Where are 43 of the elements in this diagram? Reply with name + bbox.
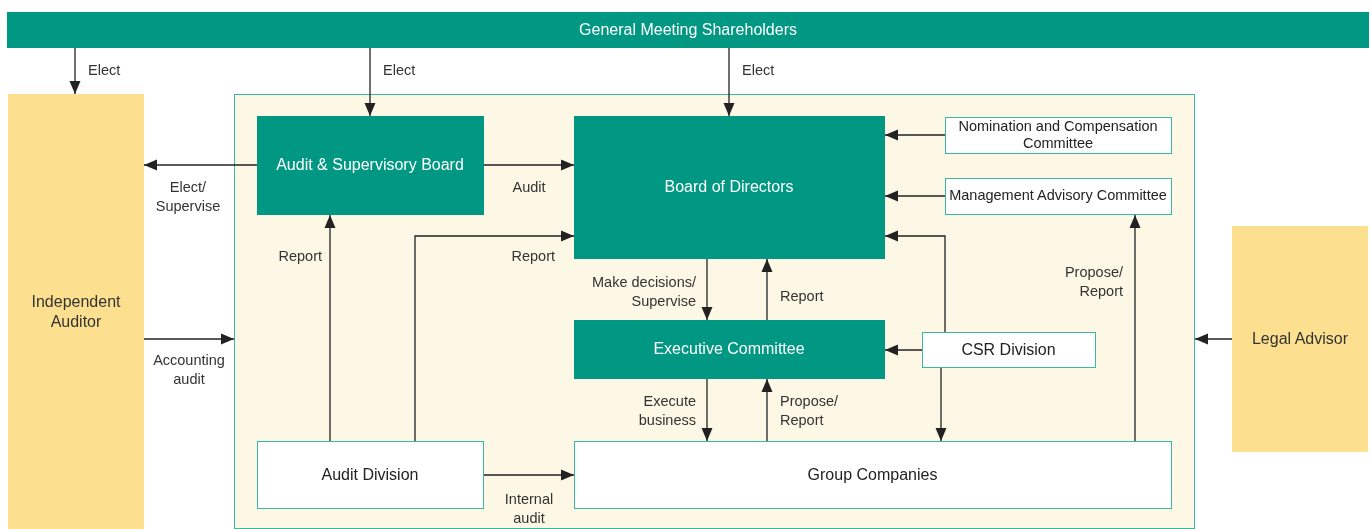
box-label: Audit & Supervisory Board xyxy=(276,155,464,175)
box-label: General Meeting Shareholders xyxy=(579,20,797,40)
arrow xyxy=(761,378,773,442)
arrow xyxy=(701,258,713,321)
header-bar xyxy=(7,12,1369,48)
arrow xyxy=(884,230,946,333)
box-label: Nomination and Compensation Committee xyxy=(957,117,1159,153)
arrow xyxy=(143,159,258,171)
board-box xyxy=(256,115,484,215)
company-frame xyxy=(234,94,1195,529)
external-party-box xyxy=(1232,226,1368,452)
box-label: Management Advisory Committee xyxy=(949,187,1167,205)
box-label: Board of Directors xyxy=(664,177,794,197)
committee-box xyxy=(573,319,885,379)
arrow xyxy=(143,333,235,345)
arrow xyxy=(723,47,735,117)
committee-box xyxy=(944,177,1172,215)
box-label: CSR Division xyxy=(961,339,1056,360)
arrow xyxy=(324,214,336,442)
box-label: Audit Division xyxy=(321,464,419,485)
division-box xyxy=(921,331,1096,368)
arrow xyxy=(1194,333,1233,345)
box-label: Legal Advisor xyxy=(1251,329,1349,349)
box-label: Executive Committee xyxy=(653,339,805,359)
external-party-box xyxy=(8,94,144,529)
box-label: Group Companies xyxy=(807,464,938,485)
arrow xyxy=(701,378,713,442)
arrow xyxy=(483,159,575,171)
arrow xyxy=(935,367,947,442)
arrow xyxy=(364,47,376,117)
arrow xyxy=(414,230,575,442)
division-box xyxy=(256,440,484,509)
arrow xyxy=(884,129,946,141)
arrow xyxy=(69,47,81,95)
arrow xyxy=(884,344,923,356)
group-companies-box xyxy=(573,440,1172,509)
committee-box xyxy=(944,116,1172,154)
arrow xyxy=(483,469,575,481)
arrow xyxy=(761,258,773,321)
board-box xyxy=(573,115,885,259)
arrow xyxy=(1129,214,1141,442)
arrow xyxy=(884,190,946,202)
box-label: Independent Auditor xyxy=(30,292,122,331)
